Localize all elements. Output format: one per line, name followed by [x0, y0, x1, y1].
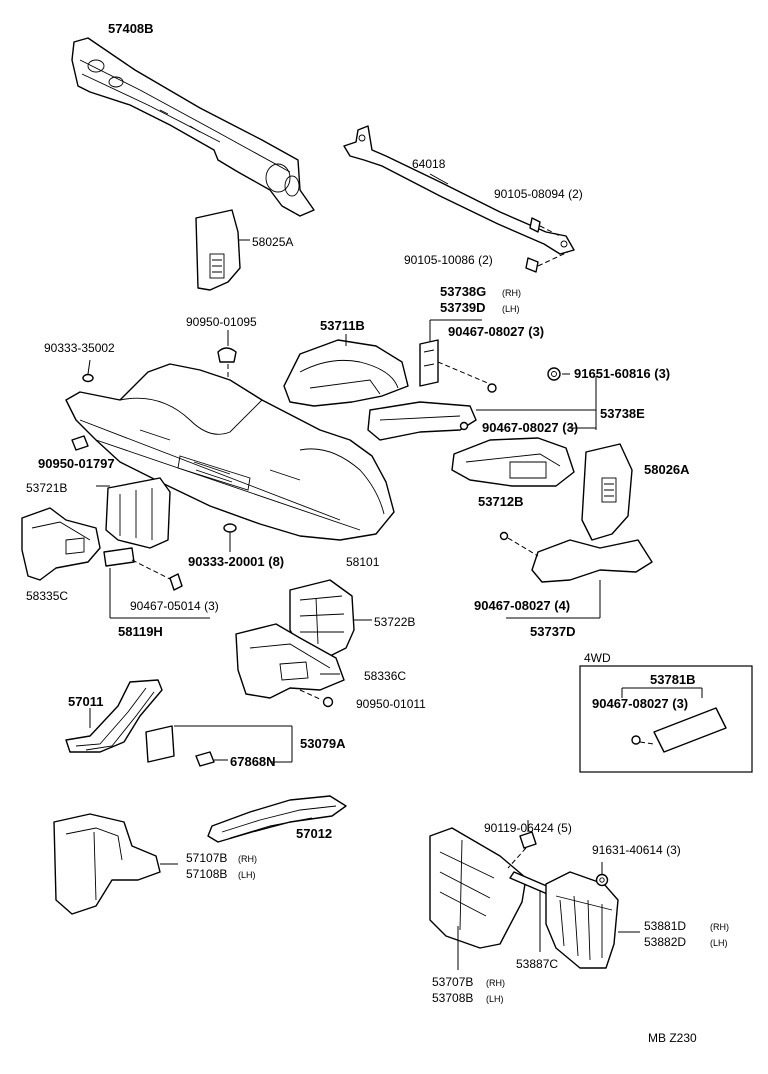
- label-53738G-rh: (RH): [502, 288, 521, 298]
- part-53079A-drawing: [145, 725, 293, 763]
- label-90105-08094: 90105-08094 (2): [494, 187, 583, 201]
- part-58101-drawing: [65, 363, 395, 541]
- label-57011: 57011: [68, 694, 103, 709]
- label-53739D: 53739D: [440, 300, 486, 315]
- label-53707B-rh: (RH): [486, 978, 505, 988]
- footer-code: MB Z230: [648, 1031, 697, 1045]
- label-57012: 57012: [296, 826, 332, 841]
- label-90333-20001: 90333-20001 (8): [188, 554, 284, 569]
- part-57107B-drawing: [53, 813, 178, 915]
- label-53781B: 53781B: [650, 672, 696, 687]
- label-57107B: 57107B: [186, 851, 227, 865]
- label-90333-35002: 90333-35002: [44, 341, 115, 355]
- plug-90333-35002-drawing: [82, 359, 94, 383]
- part-53738G-drawing: [419, 319, 497, 393]
- part-58026A-drawing: [581, 443, 633, 541]
- label-90119-06424: 90119-06424 (5): [484, 821, 572, 835]
- label-58101: 58101: [346, 555, 380, 569]
- label-90950-01797: 90950-01797: [38, 456, 115, 471]
- label-53881D: 53881D: [644, 919, 686, 933]
- label-53721B: 53721B: [26, 481, 67, 495]
- label-90950-01095: 90950-01095: [186, 315, 257, 329]
- part-58336C-drawing: [235, 623, 345, 708]
- nut-91631-40614-drawing: [595, 862, 609, 887]
- bolt-90119-06424-drawing: [507, 820, 537, 869]
- label-53881D-rh: (RH): [710, 922, 729, 932]
- label-53708B-lh: (LH): [486, 994, 504, 1004]
- label-90467-08027-d: 90467-08027 (3): [592, 696, 688, 711]
- label-64018: 64018: [412, 157, 446, 171]
- label-90950-01011: 90950-01011: [356, 697, 426, 711]
- bolt-91651-60816-drawing: [547, 367, 570, 381]
- label-53708B: 53708B: [432, 991, 473, 1005]
- label-53712B: 53712B: [478, 494, 524, 509]
- plug-90950-01797-drawing: [71, 435, 89, 451]
- clip-67868N-drawing: [195, 751, 228, 767]
- box-4wd-frame: [579, 665, 753, 773]
- plug-90333-20001-drawing: [223, 523, 237, 552]
- part-53721B-drawing: [96, 477, 171, 549]
- label-90467-08027-c: 90467-08027 (4): [474, 598, 570, 613]
- label-53738E: 53738E: [600, 406, 645, 421]
- part-57011-drawing: [65, 679, 163, 753]
- label-91631-40614: 91631-40614 (3): [592, 843, 681, 857]
- label-58026A: 58026A: [644, 462, 690, 477]
- label-58336C: 58336C: [364, 669, 406, 683]
- part-53707B-drawing: [429, 827, 527, 970]
- label-53079A: 53079A: [300, 736, 346, 751]
- label-90105-10086: 90105-10086 (2): [404, 253, 493, 267]
- label-53882D-lh: (LH): [710, 938, 728, 948]
- part-53737D-drawing: [499, 531, 653, 619]
- label-57108B-lh: (LH): [238, 870, 256, 880]
- part-58335C-drawing: [21, 507, 210, 619]
- label-53722B: 53722B: [374, 615, 415, 629]
- label-67868N: 67868N: [230, 754, 276, 769]
- label-53711B: 53711B: [320, 318, 365, 333]
- part-53712B-drawing: [451, 437, 575, 487]
- part-57012-drawing: [207, 795, 347, 843]
- label-53707B: 53707B: [432, 975, 473, 989]
- part-64018-drawing: [343, 125, 575, 273]
- label-57408B: 57408B: [108, 21, 154, 36]
- part-53738E-drawing: [367, 376, 597, 441]
- label-91651-60816: 91651-60816 (3): [574, 366, 670, 381]
- label-58335C: 58335C: [26, 589, 68, 603]
- label-53882D: 53882D: [644, 935, 686, 949]
- label-58119H: 58119H: [118, 624, 163, 639]
- part-53711B-drawing: [283, 334, 409, 407]
- label-4wd: 4WD: [584, 651, 611, 665]
- label-53739D-lh: (LH): [502, 304, 520, 314]
- label-58025A: 58025A: [252, 235, 293, 249]
- label-53738G: 53738G: [440, 284, 486, 299]
- label-90467-05014: 90467-05014 (3): [130, 599, 219, 613]
- part-57408B-drawing: [71, 37, 315, 217]
- label-90467-08027-a: 90467-08027 (3): [448, 324, 544, 339]
- part-58025A-drawing: [195, 209, 250, 291]
- label-53737D: 53737D: [530, 624, 576, 639]
- label-57107B-rh: (RH): [238, 854, 257, 864]
- label-57108B: 57108B: [186, 867, 227, 881]
- part-53881D-drawing: [545, 871, 640, 969]
- label-90467-08027-b: 90467-08027 (3): [482, 420, 578, 435]
- label-53887C: 53887C: [516, 957, 558, 971]
